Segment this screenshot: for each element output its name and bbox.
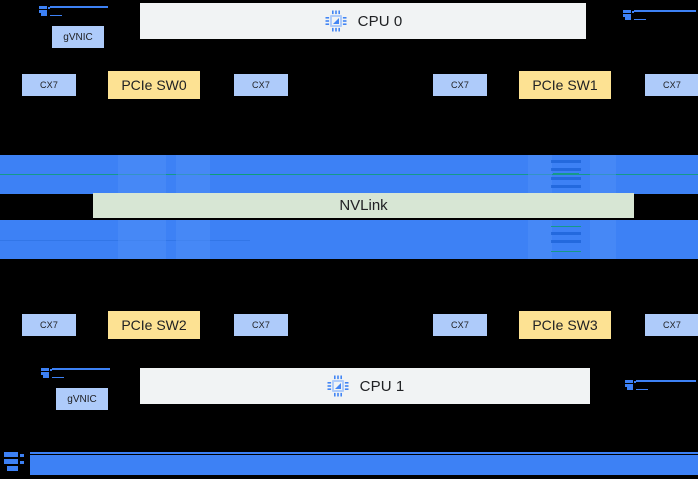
nic-icon: [41, 368, 52, 378]
band-gpu-block: [590, 220, 616, 259]
nic-bottom-left-glyph: [40, 366, 112, 382]
pcie-switch-label: PCIe SW2: [121, 317, 187, 333]
bottom-network-bar-body: [30, 455, 698, 475]
cpu1-bar[interactable]: CPU 1: [140, 368, 590, 404]
cx7-label: CX7: [39, 320, 59, 330]
nic-bottom-left-wire: [52, 368, 110, 370]
nic-top-right-wire-stub: [634, 19, 646, 20]
nic-bottom-left-label: gVNIC: [67, 393, 97, 405]
nic-top-left-label: gVNIC: [63, 31, 93, 43]
band-detail: [551, 232, 581, 235]
chip-icon: [327, 375, 349, 397]
bottom-network-bar-wire: [30, 452, 698, 454]
band-detail: [551, 185, 581, 188]
cx7-box[interactable]: CX7: [22, 314, 76, 336]
nic-top-left-label-box[interactable]: gVNIC: [52, 26, 104, 48]
cx7-label: CX7: [251, 320, 271, 330]
cx7-box[interactable]: CX7: [645, 314, 698, 336]
cx7-label: CX7: [39, 80, 59, 90]
band-accent-line: [551, 226, 581, 227]
cx7-box[interactable]: CX7: [433, 314, 487, 336]
pcie-switch-label: PCIe SW0: [121, 77, 187, 93]
band-detail: [551, 160, 581, 163]
nic-bottom-left-label-box[interactable]: gVNIC: [56, 388, 108, 410]
nic-icon: [625, 380, 636, 390]
band-accent-line: [551, 251, 581, 252]
pcie-switch-box[interactable]: PCIe SW3: [519, 311, 611, 339]
band-detail: [551, 240, 581, 243]
pcie-switch-box[interactable]: PCIe SW1: [519, 71, 611, 99]
cx7-label: CX7: [450, 320, 470, 330]
nvlink-bar[interactable]: NVLink: [93, 193, 634, 218]
nic-bottom-right-glyph: [624, 378, 698, 394]
cx7-label: CX7: [662, 320, 682, 330]
band-gpu-block: [118, 155, 166, 194]
pcie-switch-box[interactable]: PCIe SW0: [108, 71, 200, 99]
pcie-switch-label: PCIe SW1: [532, 77, 598, 93]
band-gpu-block: [176, 155, 210, 194]
chip-icon: [325, 10, 347, 32]
gpu-band-upper: [0, 155, 698, 194]
band-gpu-block: [176, 220, 210, 259]
band-accent-line: [198, 174, 698, 175]
nic-icon: [39, 6, 50, 16]
band-accent-line: [553, 173, 579, 174]
band-detail: [551, 168, 581, 171]
nic-icon: [623, 10, 634, 20]
band-gpu-block: [528, 155, 552, 194]
cx7-label: CX7: [662, 80, 682, 90]
cx7-box[interactable]: CX7: [234, 314, 288, 336]
cpu0-bar[interactable]: CPU 0: [140, 3, 586, 39]
cx7-box[interactable]: CX7: [433, 74, 487, 96]
band-gpu-block: [118, 220, 166, 259]
nic-top-left-wire: [50, 6, 108, 8]
band-detail: [551, 177, 581, 180]
band-gpu-block: [528, 220, 552, 259]
nic-bottom-right-wire-stub: [636, 389, 648, 390]
cx7-box[interactable]: CX7: [22, 74, 76, 96]
nvlink-label: NVLink: [339, 197, 388, 214]
nic-top-right-wire: [634, 10, 696, 12]
cx7-box[interactable]: CX7: [645, 74, 698, 96]
cx7-label: CX7: [450, 80, 470, 90]
cx7-box[interactable]: CX7: [234, 74, 288, 96]
cpu1-label: CPU 1: [359, 377, 405, 395]
nic-bottom-left-wire-stub: [52, 377, 64, 378]
nic-bottom-right-wire: [636, 380, 696, 382]
pcie-switch-label: PCIe SW3: [532, 317, 598, 333]
nic-top-left-wire-stub: [50, 15, 62, 16]
band-gpu-block: [590, 155, 616, 194]
pcie-switch-box[interactable]: PCIe SW2: [108, 311, 200, 339]
cx7-label: CX7: [251, 80, 271, 90]
network-icon: [4, 452, 24, 471]
nic-top-right-glyph: [622, 8, 698, 24]
cpu0-label: CPU 0: [357, 12, 403, 30]
nic-top-left-glyph: [38, 4, 110, 20]
gpu-band-lower: [0, 220, 698, 259]
